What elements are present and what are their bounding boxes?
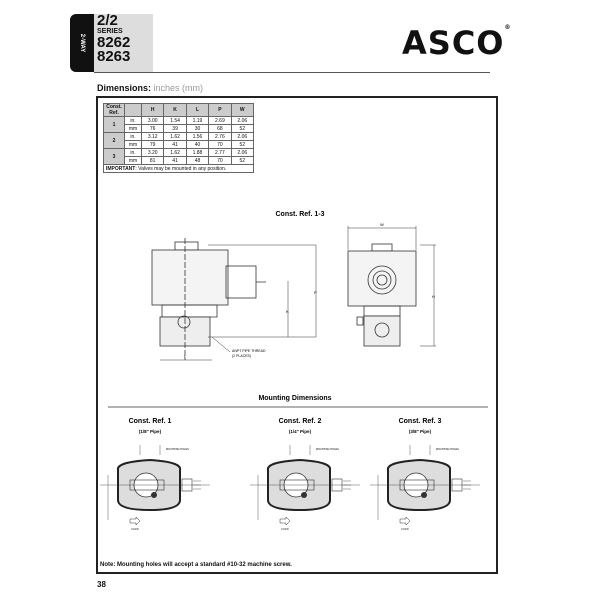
mounting-title: Mounting Dimensions [258, 395, 331, 402]
dim-label-w: W [380, 222, 384, 227]
flow-label: FLOW [281, 528, 289, 531]
series-box: 2/2 SERIES 8262 8263 [94, 12, 153, 72]
brand-text: ASCO [402, 24, 505, 62]
mounting-ref-title: Const. Ref. 1 [129, 418, 172, 425]
series-number: 8262 [97, 34, 131, 51]
dimension-lines [257, 445, 311, 520]
flow-arrow-icon [129, 516, 141, 526]
mounting-ref-title: Const. Ref. 2 [279, 418, 322, 425]
flow-arrow-icon [399, 516, 411, 526]
dim-label-h: H [432, 294, 435, 299]
mounting-holes-label: MOUNTING HOLES [436, 448, 459, 451]
col-header: P [208, 103, 232, 117]
series-label: SERIES [97, 28, 123, 35]
dimensions-title: Dimensions: [97, 83, 152, 93]
important-note: IMPORTANT: Valves may be mounted in any … [103, 164, 254, 173]
mounting-hole-icon [151, 492, 157, 498]
mounting-ref-pipe: (1/8" Pipe) [139, 429, 162, 434]
mounting-ref-title: Const. Ref. 3 [399, 418, 442, 425]
mounting-hole-icon [301, 492, 307, 498]
dim-label-l: L [184, 354, 187, 359]
important-label: IMPORTANT [106, 165, 136, 172]
asco-logo: ASCO® [402, 24, 512, 62]
center-lines [100, 480, 210, 490]
mounting-hole-icon [421, 492, 427, 498]
const-ref-cell: 1 [103, 116, 125, 133]
mounting-ref-3: Const. Ref. 3 (3/8" Pipe) MOUNTING HOLES FL… [370, 418, 480, 531]
important-text: : Valves may be mounted in any position. [135, 165, 227, 172]
page-number: 38 [97, 580, 106, 589]
flow-label: FLOW [131, 528, 139, 531]
header-divider [94, 72, 490, 73]
valve-front-view [347, 226, 436, 347]
mounting-ref-2: Const. Ref. 2 (1/4" Pipe) MOUNTING HOLES FL… [250, 418, 360, 531]
registered-mark: ® [504, 24, 512, 31]
ratio: 2/2 [97, 12, 118, 29]
series-number: 8263 [97, 48, 131, 65]
side-tab: 2-WAY [70, 14, 94, 72]
center-lines [370, 480, 480, 490]
drawing-title: Const. Ref. 1-3 [275, 211, 324, 218]
mounting-ref-1: Const. Ref. 1 (1/8" Pipe) MOUNTING HOLES FL… [100, 418, 210, 531]
col-header: Const. Ref. [103, 103, 125, 117]
flow-label: FLOW [401, 528, 409, 531]
mounting-holes-label: MOUNTING HOLES [316, 448, 339, 451]
mounting-ref-pipe: (3/8" Pipe) [409, 429, 432, 434]
center-lines [250, 480, 360, 490]
dimensions-units: inches (mm) [153, 83, 204, 93]
col-header: K [163, 103, 187, 117]
thread-note: (2 PLACES) [232, 354, 251, 358]
mounting-note: Note: Mounting holes will accept a stand… [100, 562, 292, 568]
dimension-lines [377, 445, 431, 520]
thread-note: ANPT PIPE THREAD [232, 349, 266, 353]
table-header-row: Const. Ref. H K L P W [103, 103, 255, 117]
dim-label-k: K [286, 309, 289, 314]
dimension-lines [107, 445, 161, 520]
mounting-ref-pipe: (1/4" Pipe) [289, 429, 312, 434]
dim-label-p: P [314, 290, 317, 295]
dimensions-frame [96, 96, 498, 574]
dimensions-heading: Dimensions: inches (mm) [97, 83, 203, 93]
mounting-holes-label: MOUNTING HOLES [166, 448, 189, 451]
valve-side-view [151, 238, 317, 361]
flow-arrow-icon [279, 516, 291, 526]
